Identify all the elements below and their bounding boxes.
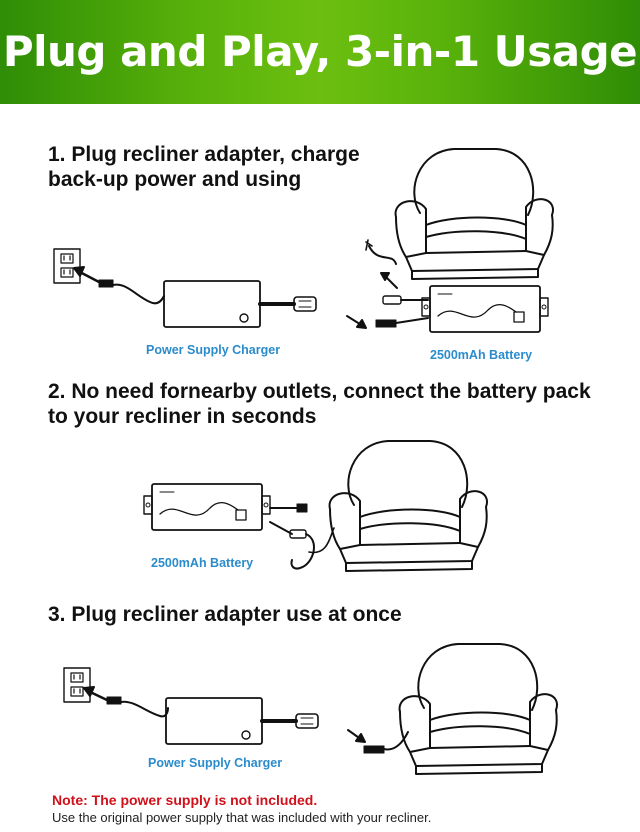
step-3-title: 3. Plug recliner adapter use at once (48, 603, 402, 626)
recliner-chair-2 (328, 440, 489, 572)
note-detail: Use the original power supply that was i… (52, 810, 432, 825)
charger-label-2: Power Supply Charger (148, 756, 283, 770)
battery-pack-2 (143, 483, 271, 531)
charger-label-1: Power Supply Charger (146, 343, 281, 357)
header-banner: Plug and Play, 3-in-1 Usage (0, 0, 640, 104)
charger-2 (164, 696, 320, 746)
wall-outlet-1 (53, 248, 81, 284)
note-warning: Note: The power supply is not included. (52, 792, 318, 808)
recliner-chair-1 (394, 148, 555, 280)
step-2-title: 2. No need fornearby outlets, connect th… (48, 380, 591, 428)
battery-pack-1 (421, 285, 549, 333)
wall-outlet-2 (63, 667, 91, 703)
battery-label-2: 2500mAh Battery (151, 556, 254, 570)
charger-1 (162, 279, 318, 329)
battery-label-1: 2500mAh Battery (430, 348, 533, 362)
recliner-chair-3 (398, 643, 559, 775)
step-1-title: 1. Plug recliner adapter, charge back-up… (48, 143, 360, 191)
page-title: Plug and Play, 3-in-1 Usage (2, 27, 638, 76)
